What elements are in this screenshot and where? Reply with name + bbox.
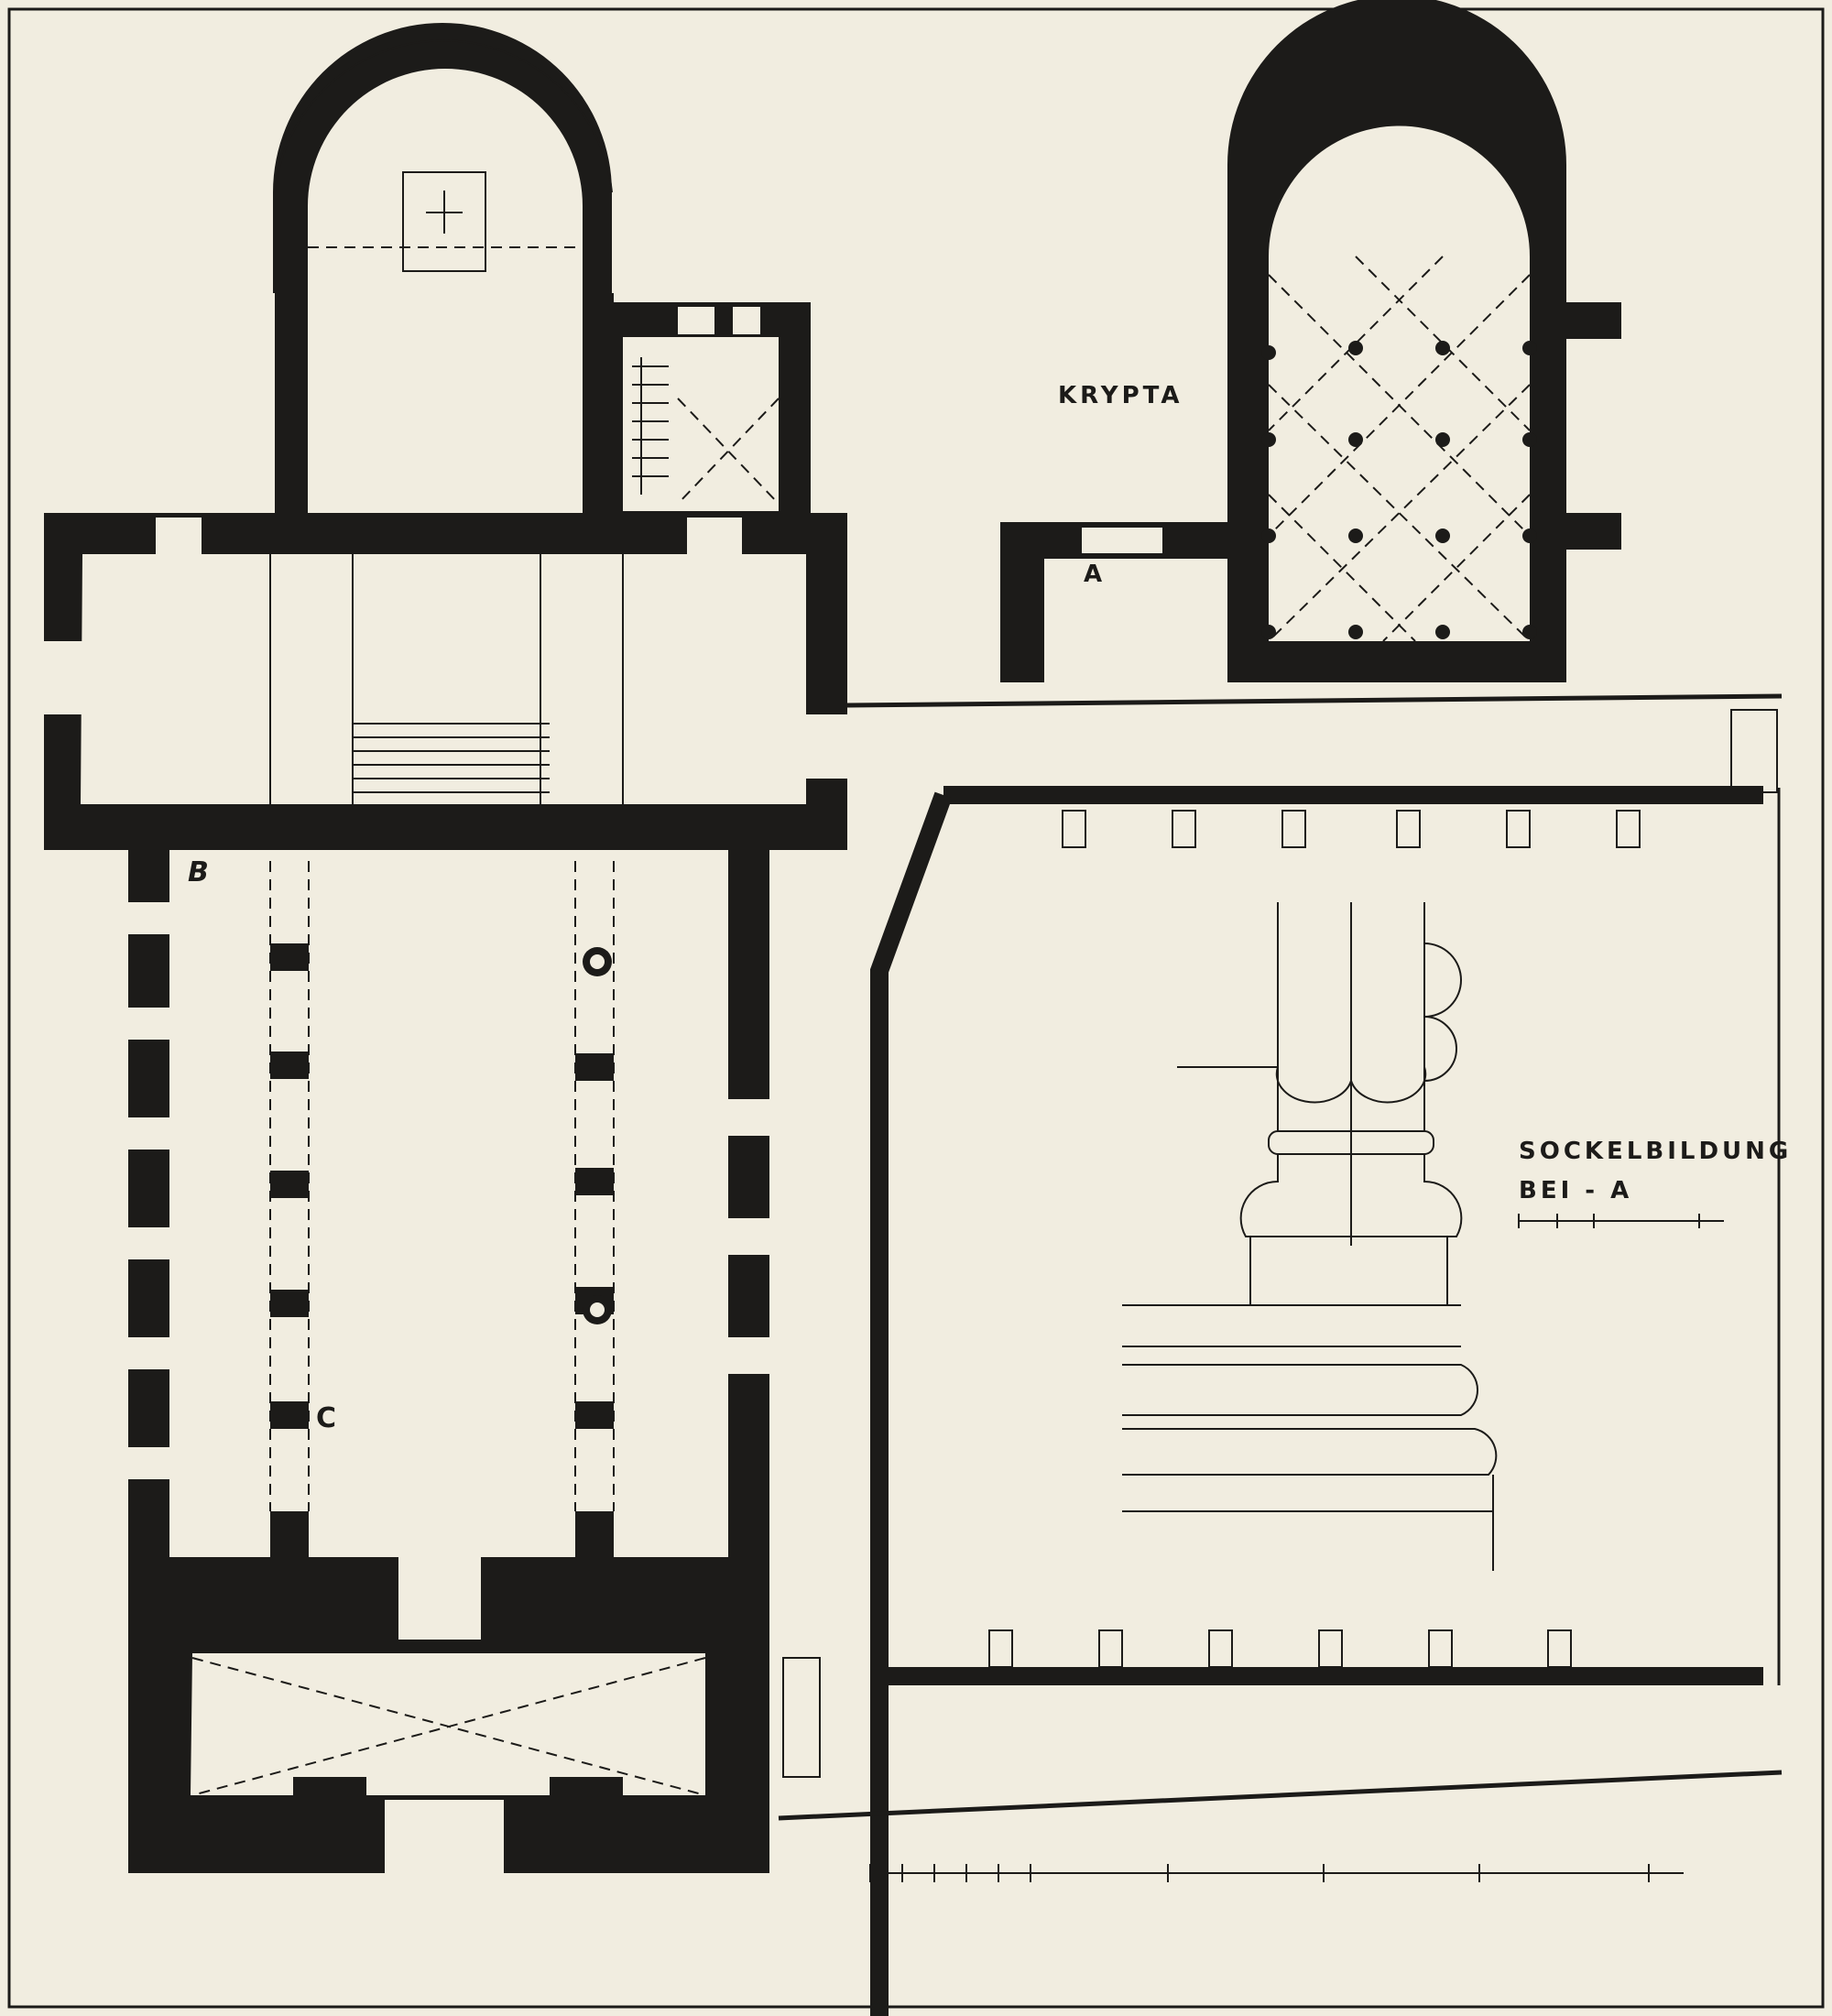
- marker-b-label: B: [188, 856, 213, 888]
- altar: [402, 171, 486, 272]
- detail-scale-bar: [1518, 1214, 1724, 1228]
- arcade-piers: [270, 943, 614, 1574]
- marker-c-label: C: [316, 1402, 340, 1434]
- marker-a-label: A: [1084, 561, 1106, 588]
- crypt-plan: [1000, 0, 1621, 682]
- crypt-vaulting: [1268, 256, 1531, 642]
- base-detail-subtitle: BEI - A: [1519, 1177, 1632, 1204]
- sheet-border: [7, 7, 1825, 2009]
- crypt-columns: [1261, 341, 1537, 639]
- apse: [273, 23, 614, 518]
- base-profile-detail: [1122, 902, 1498, 1571]
- church-plan: [44, 23, 847, 1875]
- cross-icon: [426, 191, 463, 234]
- main-scale-bar: [869, 1864, 1684, 1882]
- westwork: [128, 1557, 821, 1875]
- transept-steps: [353, 723, 550, 793]
- crypt-label: KRYPTA: [1058, 382, 1183, 409]
- cloister-step-blocks: [988, 810, 1641, 1668]
- nave: [128, 850, 769, 1574]
- stair-room: [586, 302, 811, 513]
- transept: [44, 513, 847, 850]
- base-detail-title: SOCKELBILDUNG: [1519, 1138, 1792, 1165]
- cloister-plan: [778, 693, 1783, 2016]
